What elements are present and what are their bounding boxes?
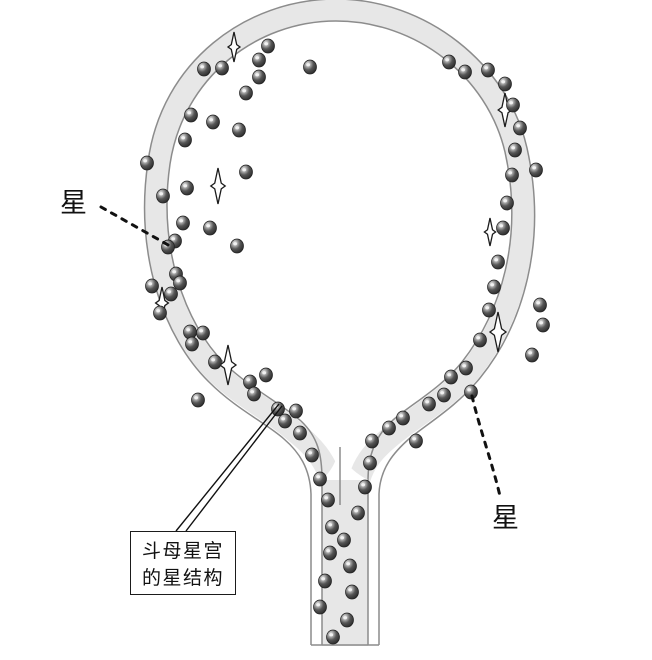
callout-leader-icon-2 <box>185 405 283 532</box>
star-bead <box>533 297 547 313</box>
star-bead <box>271 401 285 417</box>
star-bead <box>176 215 190 231</box>
star-bead <box>153 305 167 321</box>
star-bead <box>259 367 273 383</box>
star-bead <box>396 410 410 426</box>
star-bead <box>491 254 505 270</box>
star-bead <box>340 612 354 628</box>
star-bead <box>337 532 351 548</box>
star-bead <box>409 433 423 449</box>
sparkle-star-icon <box>483 217 497 247</box>
star-bead <box>525 347 539 363</box>
star-bead <box>365 433 379 449</box>
star-bead <box>487 279 501 295</box>
star-bead <box>208 354 222 370</box>
star-bead <box>505 167 519 183</box>
star-bead <box>145 278 159 294</box>
star-bead <box>303 59 317 75</box>
star-bead <box>184 107 198 123</box>
star-bead <box>140 155 154 171</box>
star-bead <box>289 403 303 419</box>
star-bead <box>473 332 487 348</box>
star-bead <box>239 164 253 180</box>
label-star-left: 星 <box>60 188 88 219</box>
star-bead <box>180 180 194 196</box>
sparkle-star-icon <box>226 31 242 63</box>
label-star-right: 星 <box>492 503 520 534</box>
star-bead <box>203 220 217 236</box>
star-bead <box>498 76 512 92</box>
star-bead <box>536 317 550 333</box>
star-bead <box>323 545 337 561</box>
star-bead <box>437 387 451 403</box>
star-bead <box>508 142 522 158</box>
star-bead <box>232 122 246 138</box>
bead-layer <box>140 38 550 645</box>
callout-line-2: 的星结构 <box>141 567 224 589</box>
star-bead <box>422 396 436 412</box>
star-bead <box>358 479 372 495</box>
dashed-leader-left-icon <box>99 205 172 248</box>
star-bead <box>173 275 187 291</box>
star-bead <box>363 455 377 471</box>
star-bead <box>252 52 266 68</box>
star-bead <box>239 85 253 101</box>
star-bead <box>482 302 496 318</box>
sparkle-layer <box>154 31 513 386</box>
star-bead <box>206 114 220 130</box>
sparkle-star-icon <box>209 167 227 205</box>
star-bead <box>178 132 192 148</box>
star-bead <box>506 97 520 113</box>
leader-lines <box>99 205 502 532</box>
star-bead <box>191 392 205 408</box>
star-bead <box>321 492 335 508</box>
star-bead <box>464 384 478 400</box>
star-bead <box>305 447 319 463</box>
star-bead <box>444 369 458 385</box>
star-bead <box>326 629 340 645</box>
star-bead <box>230 238 244 254</box>
star-bead <box>215 60 229 76</box>
callout-box: 斗母星宫 的星结构 <box>130 531 236 595</box>
star-bead <box>343 558 357 574</box>
star-bead <box>156 188 170 204</box>
star-bead <box>513 120 527 136</box>
star-bead <box>247 386 261 402</box>
star-bead <box>197 61 211 77</box>
star-bead <box>261 38 275 54</box>
star-bead <box>496 220 510 236</box>
star-bead <box>459 360 473 376</box>
callout-leader-icon <box>175 403 280 532</box>
star-bead <box>313 471 327 487</box>
star-bead <box>164 286 178 302</box>
star-bead <box>318 573 332 589</box>
star-bead <box>325 519 339 535</box>
star-bead <box>278 413 292 429</box>
dashed-leader-right-icon <box>470 394 502 498</box>
callout-line-1: 斗母星宫 <box>141 540 224 562</box>
star-bead <box>252 69 266 85</box>
star-bead <box>313 599 327 615</box>
star-bead <box>382 420 396 436</box>
star-bead <box>442 54 456 70</box>
star-bead <box>345 584 359 600</box>
sparkle-star-icon <box>488 311 508 353</box>
star-bead <box>500 195 514 211</box>
sparkle-star-icon <box>218 344 238 386</box>
star-bead <box>183 324 197 340</box>
star-bead <box>196 325 210 341</box>
star-bead <box>185 336 199 352</box>
star-bead <box>351 505 365 521</box>
star-bead <box>529 162 543 178</box>
star-bead <box>293 425 307 441</box>
star-bead <box>481 62 495 78</box>
star-bead <box>458 64 472 80</box>
